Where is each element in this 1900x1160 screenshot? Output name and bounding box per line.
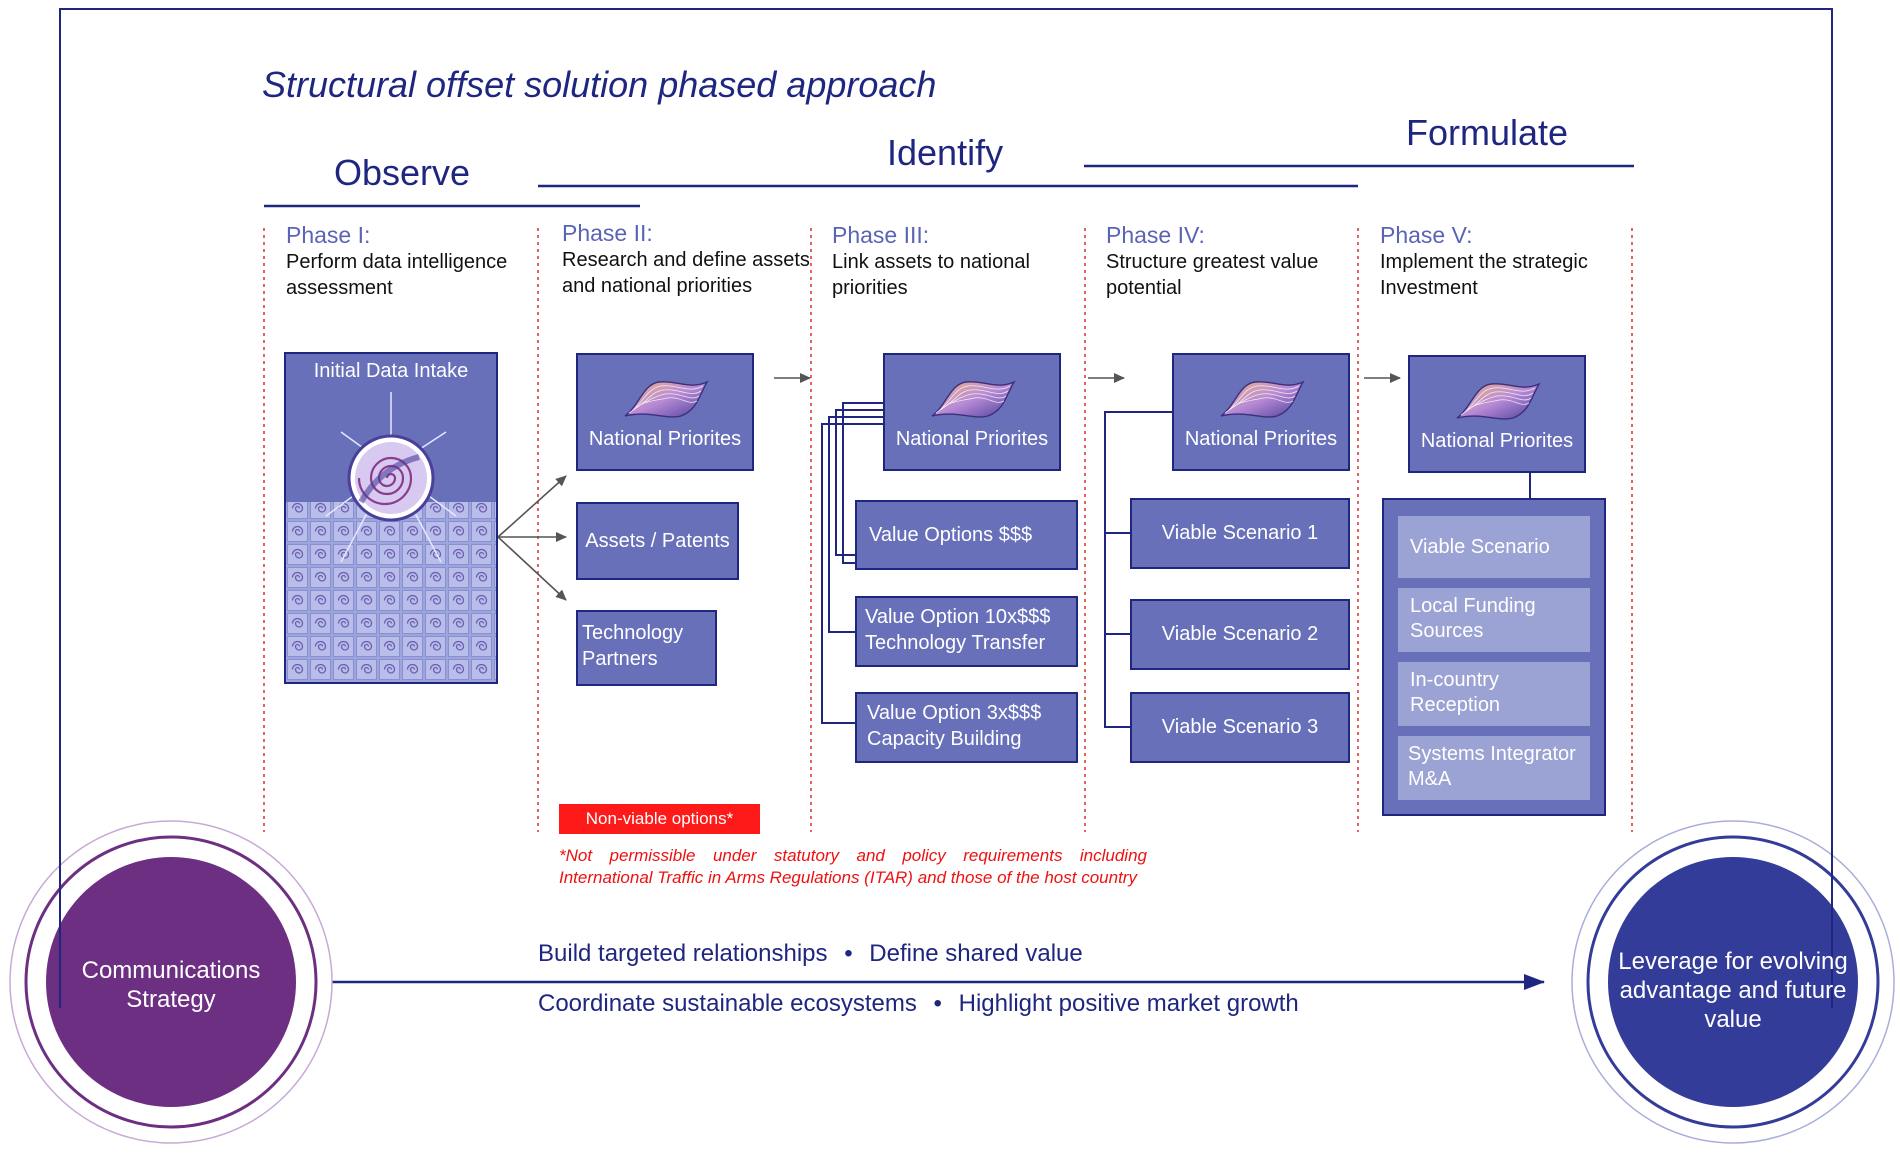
- technology-partners-line1: Technology: [582, 622, 684, 644]
- phase-5-description: Implement the strategic Investment: [1380, 251, 1588, 299]
- local-funding-line1: Local Funding: [1410, 595, 1536, 617]
- define-shared-value-text: Define shared value: [869, 940, 1083, 967]
- phase1-fan-arrows: [497, 475, 567, 601]
- value-options-box: Value Options $$$: [855, 500, 1078, 570]
- initial-data-intake-panel: Initial Data Intake: [284, 352, 498, 684]
- wave-sheet-icon: [624, 380, 709, 418]
- wave-sheet-icon: [931, 380, 1016, 418]
- capacity-building-box: Value Option 3x$$$ Capacity Building: [855, 692, 1078, 763]
- leverage-line2: advantage and future: [1619, 977, 1847, 1004]
- phase-2-header: Phase II: Research and define assets and…: [562, 220, 810, 299]
- in-country-line1: In-country: [1410, 669, 1499, 691]
- systems-integrator-line2: M&A: [1408, 768, 1452, 790]
- viable-scenario-3-box: Viable Scenario 3: [1130, 692, 1350, 763]
- non-viable-options-badge: Non-viable options*: [559, 804, 760, 834]
- phase-3-label: Phase III:: [832, 222, 930, 248]
- diagram-title: Structural offset solution phased approa…: [262, 64, 937, 105]
- phase5-national-priorities-label: National Priorites: [1420, 430, 1574, 452]
- viable-scenario-1-box: Viable Scenario 1: [1130, 498, 1350, 569]
- in-country-reception-item: In-country Reception: [1398, 662, 1590, 726]
- capacity-building-line2: Capacity Building: [867, 728, 1022, 750]
- build-relationships-text: Build targeted relationships: [538, 940, 828, 967]
- phase-3-header: Phase III: Link assets to national prior…: [832, 222, 1072, 301]
- technology-transfer-line2: Technology Transfer: [865, 632, 1046, 654]
- technology-transfer-box: Value Option 10x$$$ Technology Transfer: [855, 596, 1078, 667]
- stage-identify: Identify: [887, 132, 1004, 173]
- viable-scenario-3-label: Viable Scenario 3: [1161, 716, 1319, 738]
- phase2-national-priorities-label: National Priorites: [588, 428, 742, 450]
- communications-line2: Strategy: [126, 986, 216, 1013]
- viable-scenario-2-label: Viable Scenario 2: [1161, 623, 1319, 645]
- capacity-building-line1: Value Option 3x$$$: [867, 702, 1042, 724]
- communications-line1: Communications: [81, 957, 261, 984]
- viable-scenario-1-label: Viable Scenario 1: [1161, 522, 1319, 544]
- phase4-national-priorities-box: National Priorites: [1172, 353, 1350, 471]
- phase-4-header: Phase IV: Structure greatest value poten…: [1106, 222, 1351, 301]
- market-growth-text: Highlight positive market growth: [958, 990, 1299, 1017]
- phase5-national-priorities-box: National Priorites: [1408, 355, 1586, 473]
- local-funding-item: Local Funding Sources: [1398, 588, 1590, 652]
- phase4-connectors: [1104, 411, 1172, 728]
- phase5-viable-scenario-item: Viable Scenario: [1398, 516, 1590, 578]
- phase3-national-priorities-box: National Priorites: [883, 353, 1061, 471]
- value-options-label: Value Options $$$: [869, 524, 1033, 546]
- diagram-frame: [59, 8, 1833, 1008]
- phase-2-description: Research and define assets and national …: [562, 249, 810, 297]
- coordinate-ecosystems-text: Coordinate sustainable ecosystems: [538, 990, 917, 1017]
- bullet-separator: •: [933, 990, 942, 1017]
- phase-1-label: Phase I:: [286, 222, 371, 248]
- phase-2-label: Phase II:: [562, 220, 653, 246]
- wave-sheet-icon: [1220, 380, 1305, 418]
- initial-data-intake-label: Initial Data Intake: [313, 360, 469, 382]
- wave-sheet-icon: [1456, 382, 1541, 420]
- leverage-circle-graphic: [1571, 820, 1895, 1144]
- stage-observe: Observe: [334, 152, 471, 193]
- phase3-connectors: [821, 402, 883, 724]
- phase-5-label: Phase V:: [1380, 222, 1473, 248]
- phase-4-description: Structure greatest value potential: [1106, 251, 1319, 299]
- stage-formulate: Formulate: [1406, 112, 1569, 153]
- phase-3-description: Link assets to national priorities: [832, 251, 1030, 299]
- systems-integrator-line1: Systems Integrator: [1408, 743, 1576, 765]
- viable-scenario-2-box: Viable Scenario 2: [1130, 599, 1350, 670]
- bullet-separator: •: [844, 940, 853, 967]
- phase2-national-priorities-box: National Priorites: [576, 353, 754, 471]
- technology-partners-box: Technology Partners: [576, 610, 717, 686]
- in-country-line2: Reception: [1410, 694, 1501, 716]
- communications-circle-graphic: [9, 820, 333, 1144]
- assets-patents-box: Assets / Patents: [576, 502, 739, 580]
- technology-partners-line2: Partners: [582, 648, 658, 670]
- bottom-line-2: Coordinate sustainable ecosystems • High…: [538, 990, 1299, 1018]
- phase5-investment-panel: Viable Scenario Local Funding Sources In…: [1382, 498, 1606, 816]
- leverage-line3: value: [1704, 1006, 1762, 1033]
- spiral-sun-icon: [286, 392, 496, 682]
- leverage-line1: Leverage for evolving: [1618, 948, 1848, 975]
- technology-transfer-line1: Value Option 10x$$$: [865, 606, 1051, 628]
- bottom-line-1: Build targeted relationships • Define sh…: [538, 940, 1083, 968]
- phase-1-description: Perform data intelligence assessment: [286, 251, 508, 299]
- assets-patents-label: Assets / Patents: [585, 529, 730, 552]
- phase-1-header: Phase I: Perform data intelligence asses…: [286, 222, 531, 301]
- communications-strategy-label: Communications Strategy: [61, 956, 281, 1014]
- phase-4-label: Phase IV:: [1106, 222, 1205, 248]
- phase-dividers: [263, 228, 1633, 832]
- local-funding-line2: Sources: [1410, 620, 1484, 642]
- systems-integrator-item: Systems Integrator M&A: [1398, 736, 1590, 800]
- phase-5-header: Phase V: Implement the strategic Investm…: [1380, 222, 1625, 301]
- non-viable-footnote: *Not permissible under statutory and pol…: [559, 846, 1147, 887]
- phase5-viable-scenario-label: Viable Scenario: [1410, 535, 1550, 558]
- leverage-label: Leverage for evolving advantage and futu…: [1613, 947, 1853, 1034]
- phase3-national-priorities-label: National Priorites: [895, 428, 1049, 450]
- phase4-national-priorities-label: National Priorites: [1184, 428, 1338, 450]
